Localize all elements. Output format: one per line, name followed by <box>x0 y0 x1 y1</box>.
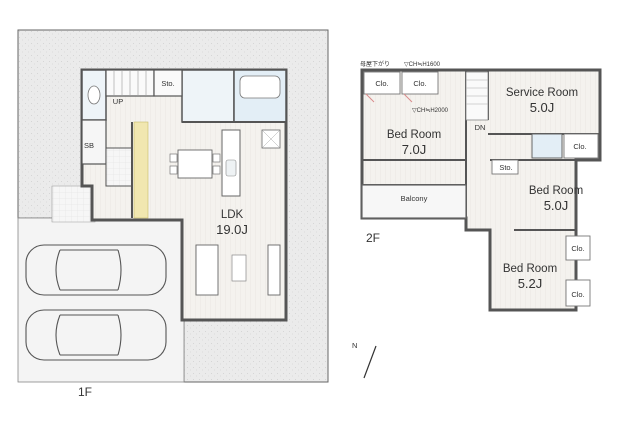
toilet-2f <box>531 133 563 159</box>
storage-2f-label: Sto. <box>499 163 512 172</box>
floor-label-1f: 1F <box>78 385 92 399</box>
stairs-up-label: UP <box>113 97 123 106</box>
bedroom3-size: 5.2J <box>518 276 543 291</box>
tv-board <box>267 244 281 296</box>
ldk-size: 19.0J <box>216 222 248 237</box>
shoe-box <box>81 119 107 165</box>
ceiling-note-h2000: ▽CH≒H2000 <box>412 108 449 114</box>
entrance-approach <box>51 185 96 223</box>
bedroom1-size: 7.0J <box>402 142 427 157</box>
storage-1f-label: Sto. <box>161 79 174 88</box>
storage-2f <box>491 159 519 175</box>
sofa <box>195 244 219 296</box>
bedroom1-name: Bed Room <box>387 129 441 141</box>
toilet-icon <box>87 85 101 105</box>
closet-bedroom3b <box>565 279 591 307</box>
closet-label: Clo. <box>413 79 426 88</box>
stairs-down-label: DN <box>475 123 486 132</box>
service-room-size: 5.0J <box>530 100 555 115</box>
driveway <box>17 217 185 383</box>
service-room-name: Service Room <box>506 87 578 99</box>
ceiling-note-slope: 母屋下がり <box>360 60 390 68</box>
bedroom2-name: Bed Room <box>529 185 583 197</box>
car-icon <box>25 309 167 361</box>
balcony-label: Balcony <box>401 194 428 203</box>
dining-table <box>177 149 213 179</box>
storage-1f <box>153 69 183 97</box>
first-floor: LDK 19.0J Sto. UP SB 1F <box>17 29 329 399</box>
second-floor: 母屋下がり ▽CH≒H1600 ▽CH≒H2000 Clo. Clo. Bed … <box>360 60 602 312</box>
closet-label: Clo. <box>571 290 584 299</box>
closet-label: Clo. <box>573 142 586 151</box>
closet-bedroom3a <box>565 235 591 261</box>
washroom <box>181 69 235 123</box>
closet-label: Clo. <box>375 79 388 88</box>
closet-bedroom1a <box>363 71 401 95</box>
entrance-hall <box>105 147 133 187</box>
car-icon <box>25 244 167 296</box>
living-table <box>231 254 247 282</box>
closet-bedroom1b <box>401 71 439 95</box>
north-arrow-icon: N <box>352 341 377 379</box>
bedroom2-size: 5.0J <box>544 198 569 213</box>
shoe-box-label: SB <box>84 141 94 150</box>
ceiling-note-h1600: ▽CH≒H1600 <box>404 62 441 68</box>
accent-floor-strip <box>133 121 149 219</box>
ldk-name: LDK <box>221 209 244 221</box>
bedroom3-name: Bed Room <box>503 263 557 275</box>
closet-service <box>563 133 599 159</box>
bathtub <box>239 75 281 99</box>
compass-label: N <box>352 341 357 350</box>
closet-label: Clo. <box>571 244 584 253</box>
floor-label-2f: 2F <box>366 231 380 245</box>
sink-icon <box>225 159 237 177</box>
balcony <box>361 184 467 219</box>
